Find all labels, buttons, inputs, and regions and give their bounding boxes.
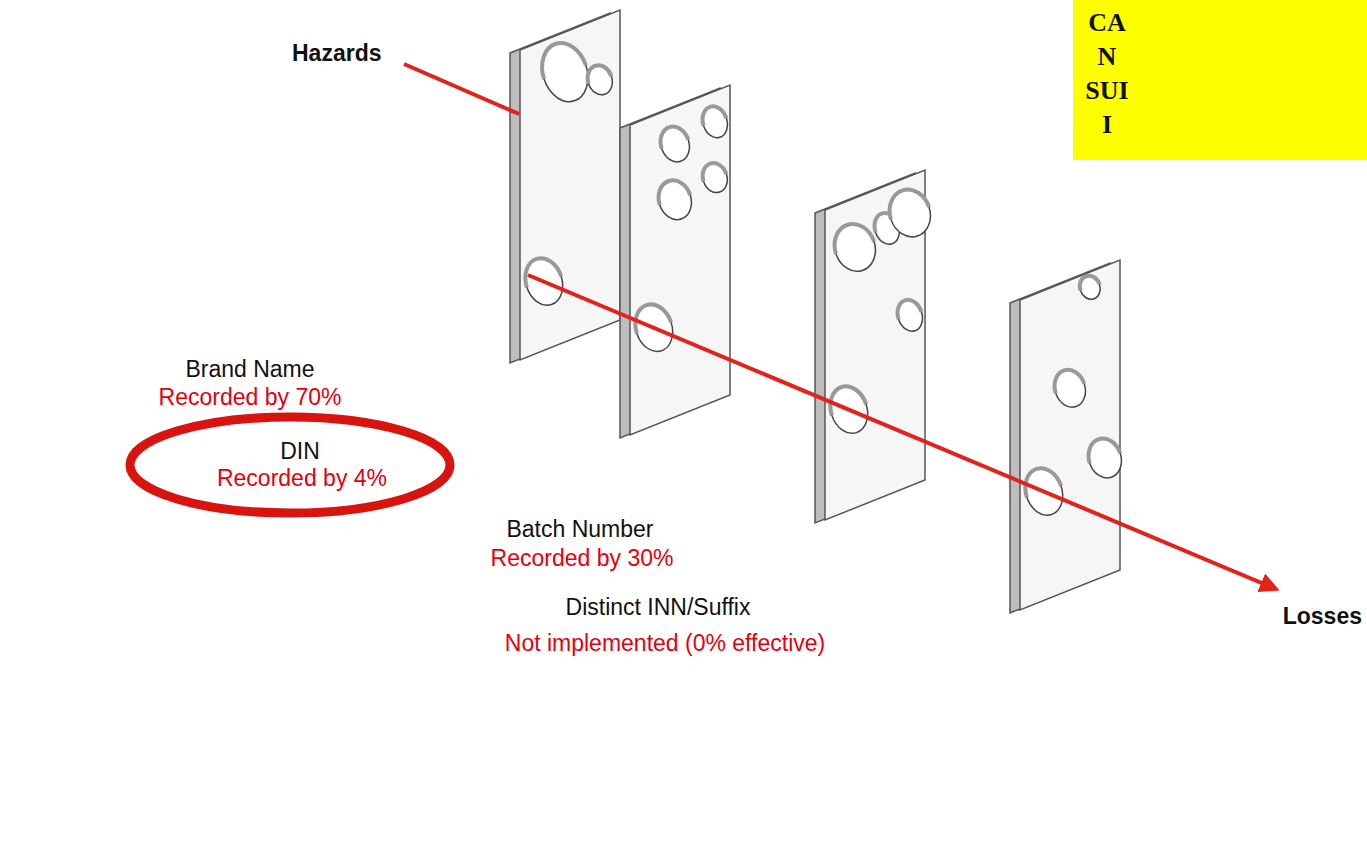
barrier-rate: Recorded by 4%	[217, 465, 387, 491]
barrier-rate: Recorded by 70%	[159, 384, 342, 410]
barrier-name: DIN	[280, 438, 320, 464]
highlight-ellipse	[130, 417, 450, 513]
hazard-line	[404, 64, 519, 114]
barrier-name: Brand Name	[185, 356, 314, 382]
cheese-slice	[1010, 260, 1126, 613]
barrier-name: Batch Number	[506, 516, 653, 542]
note-text: CA N SUI I	[1081, 0, 1133, 142]
barrier-rate: Not implemented (0% effective)	[505, 630, 825, 656]
barrier-rate: Recorded by 30%	[491, 545, 674, 571]
hazards-label: Hazards	[292, 40, 381, 66]
cheese-slice	[510, 10, 620, 363]
cheese-slice	[620, 85, 731, 438]
note-box: CA N SUI I	[1073, 0, 1367, 160]
barrier-name: Distinct INN/Suffix	[566, 594, 751, 620]
cheese-slice	[815, 170, 936, 523]
losses-label: Losses	[1283, 603, 1362, 629]
